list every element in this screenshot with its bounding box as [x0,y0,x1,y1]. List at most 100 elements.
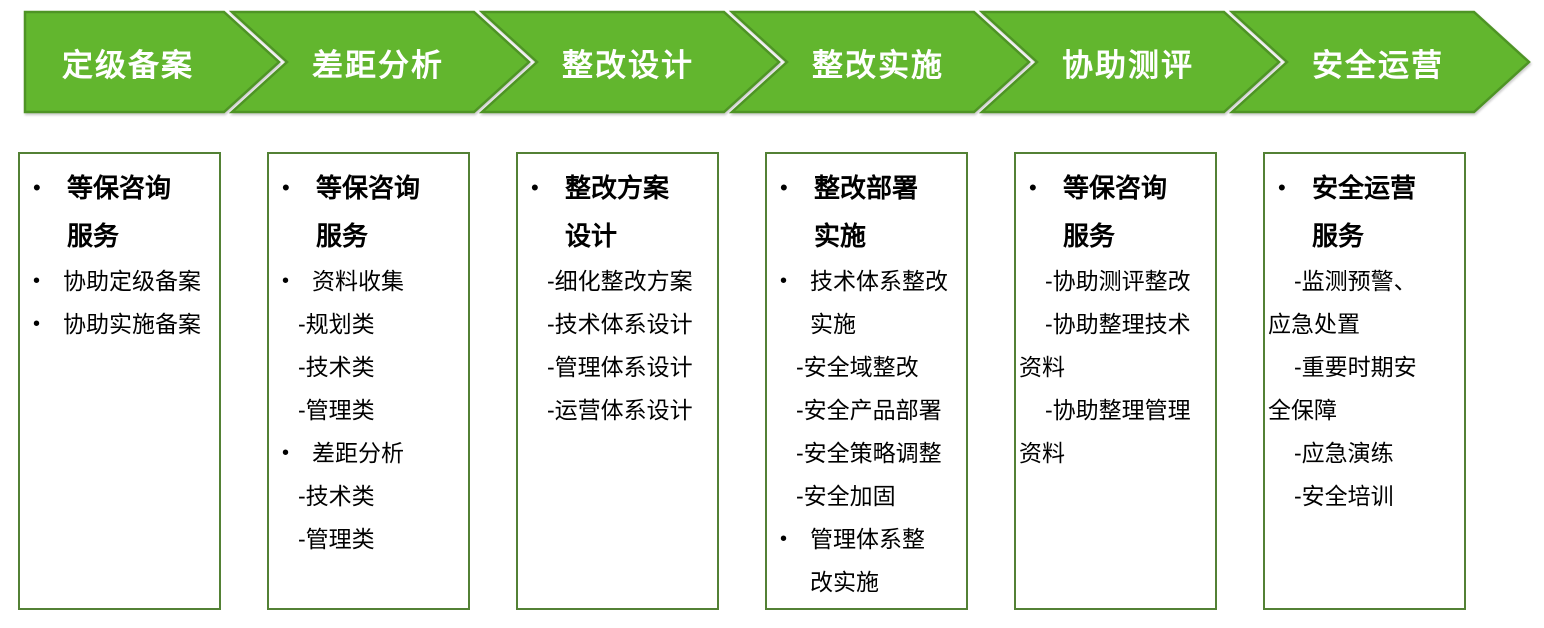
step-label-text: 协助测评 [1062,47,1194,83]
step-detail-box-3: • 整改方案 设计 -细化整改方案 -技术体系设计 -管理体系设计 -运营体系设计 [516,152,719,610]
service-item-text: -技术类 [298,354,375,380]
step-label-text: 安全运营 [1312,47,1444,83]
service-item: -管理类 [272,389,466,432]
service-heading: • 安全运营 服务 [1268,164,1462,260]
step-detail-box-4: • 整改部署 实施 • 技术体系整改 实施 -安全域整改 -安全产品部署 -安全策略调整 -安… [765,152,968,610]
service-item-text: 资料收集 [312,268,404,294]
service-item: • 管理体系整 改实施 [770,518,964,604]
service-item: -安全域整改 [770,346,964,389]
process-arrow-shape-3 [478,10,781,114]
service-item-text: -协助整理技术 资料 [1019,311,1191,380]
service-item-text: 整改方案 设计 [565,173,670,251]
service-item: -协助整理管理 资料 [1019,389,1213,475]
bullet-marker-icon: • [780,175,788,200]
service-item: -安全培训 [1268,475,1462,518]
service-heading: • 等保咨询 服务 [272,164,466,260]
service-item-text: -细化整改方案 [547,268,693,294]
service-item: -重要时期安 全保障 [1268,346,1462,432]
step-label-text: 定级备案 [62,47,194,83]
service-item: -技术类 [272,346,466,389]
service-item-text: 等保咨询 服务 [316,173,421,251]
service-item: -技术体系设计 [521,303,715,346]
process-arrow-shape-4 [728,10,1031,114]
service-item: -规划类 [272,303,466,346]
service-item-text: 技术体系整改 实施 [810,268,948,337]
service-item: -应急演练 [1268,432,1462,475]
process-arrow-shape-2 [228,10,531,114]
service-item: -协助测评整改 [1019,260,1213,303]
service-item-text: 协助实施备案 [63,311,201,337]
step-label-2: 差距分析 [253,12,503,112]
service-item-text: -运营体系设计 [547,397,693,423]
step-detail-box-6: • 安全运营 服务 -监测预警、 应急处置 -重要时期安 全保障 -应急演练 -安全培训 [1263,152,1466,610]
bullet-marker-icon: • [33,270,41,292]
service-item: • 资料收集 [272,260,466,303]
step-detail-box-1: • 等保咨询 服务 • 协助定级备案 • 协助实施备案 [18,152,221,610]
service-item-text: -重要时期安 全保障 [1268,354,1417,423]
service-item-text: -监测预警、 应急处置 [1268,268,1417,337]
process-arrow-shape-1 [23,10,281,114]
service-heading: • 等保咨询 服务 [23,164,217,260]
service-item: -安全加固 [770,475,964,518]
step-label-3: 整改设计 [503,12,753,112]
service-item-text: -管理类 [298,526,375,552]
service-item: -协助整理技术 资料 [1019,303,1213,389]
service-heading: • 整改方案 设计 [521,164,715,260]
step-label-text: 整改设计 [562,47,694,83]
process-arrow-shape-6 [1228,10,1531,114]
step-label-5: 协助测评 [1003,12,1253,112]
service-item-text: 等保咨询 服务 [67,173,172,251]
service-item-text: 管理体系整 改实施 [810,526,925,595]
service-item-text: -安全加固 [796,483,896,509]
service-item: • 技术体系整改 实施 [770,260,964,346]
bullet-marker-icon: • [780,528,788,550]
bullet-marker-icon: • [1278,175,1286,200]
step-label-1: 定级备案 [3,12,253,112]
service-heading: • 整改部署 实施 [770,164,964,260]
service-item: -监测预警、 应急处置 [1268,260,1462,346]
service-item-text: -管理体系设计 [547,354,693,380]
bullet-marker-icon: • [282,175,290,200]
bullet-marker-icon: • [33,313,41,335]
service-item: • 协助实施备案 [23,303,217,346]
service-item: • 差距分析 [272,432,466,475]
service-item-text: 安全运营 服务 [1312,173,1417,251]
bullet-marker-icon: • [282,442,290,464]
process-arrow-shape-5 [978,10,1281,114]
service-item-text: -应急演练 [1294,440,1394,466]
bullet-marker-icon: • [1029,175,1037,200]
step-label-text: 差距分析 [312,47,444,83]
bullet-marker-icon: • [33,175,41,200]
service-item-text: 协助定级备案 [63,268,201,294]
step-detail-box-5: • 等保咨询 服务 -协助测评整改 -协助整理技术 资料 -协助整理管理 资料 [1014,152,1217,610]
step-detail-box-2: • 等保咨询 服务 • 资料收集 -规划类 -技术类 -管理类 • 差距分析 -技术类 -管理类 [267,152,470,610]
service-item-text: -技术类 [298,483,375,509]
bullet-marker-icon: • [780,270,788,292]
service-item-text: -安全域整改 [796,354,919,380]
service-item-text: -技术体系设计 [547,311,693,337]
service-heading: • 等保咨询 服务 [1019,164,1213,260]
step-label-6: 安全运营 [1253,12,1503,112]
service-item-text: 等保咨询 服务 [1063,173,1168,251]
service-item-text: 整改部署 实施 [814,173,919,251]
service-item-text: -安全产品部署 [796,397,942,423]
step-label-4: 整改实施 [753,12,1003,112]
service-item: -运营体系设计 [521,389,715,432]
step-label-text: 整改实施 [812,47,944,83]
service-item: -管理体系设计 [521,346,715,389]
bullet-marker-icon: • [531,175,539,200]
service-item: -安全策略调整 [770,432,964,475]
service-item-text: 差距分析 [312,440,404,466]
service-item: • 协助定级备案 [23,260,217,303]
service-item-text: -规划类 [298,311,375,337]
service-item-text: -管理类 [298,397,375,423]
service-item: -安全产品部署 [770,389,964,432]
bullet-marker-icon: • [282,270,290,292]
service-item-text: -安全策略调整 [796,440,942,466]
service-item: -技术类 [272,475,466,518]
service-item: -管理类 [272,518,466,561]
step-arrows-svg [23,10,1531,114]
service-item-text: -协助整理管理 资料 [1019,397,1191,466]
